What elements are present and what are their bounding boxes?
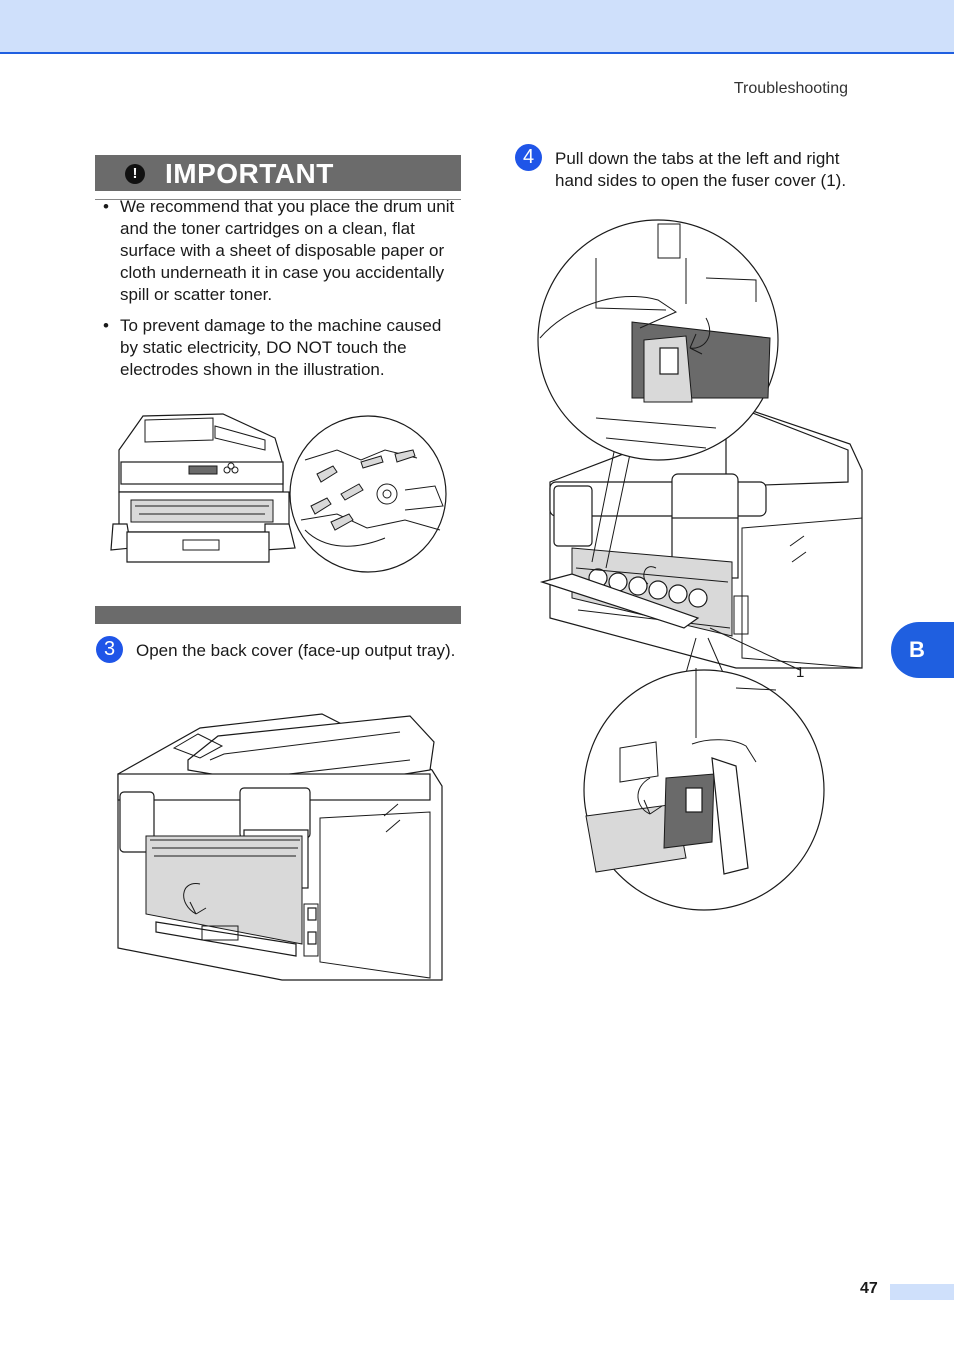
important-bullet-list: We recommend that you place the drum uni… bbox=[103, 196, 461, 390]
footer-band bbox=[890, 1284, 954, 1300]
important-header: ! IMPORTANT bbox=[95, 155, 461, 191]
fuser-cover-callout-label: 1 bbox=[796, 664, 805, 681]
important-bullet-2: To prevent damage to the machine caused … bbox=[103, 315, 461, 381]
drum-unit-electrodes-illustration bbox=[110, 413, 447, 573]
exclamation-icon: ! bbox=[125, 164, 145, 184]
important-title: IMPORTANT bbox=[165, 158, 334, 189]
step-3-text: Open the back cover (face-up output tray… bbox=[136, 641, 456, 660]
fuser-cover-tabs-illustration bbox=[537, 219, 863, 911]
running-head: Troubleshooting bbox=[733, 80, 848, 97]
step-3-badge: 3 bbox=[96, 636, 123, 663]
step-4-badge: 4 bbox=[515, 144, 542, 171]
step-4-text: Pull down the tabs at the left and right… bbox=[555, 149, 847, 190]
page-number: 47 bbox=[860, 1280, 878, 1297]
important-bullet-1: We recommend that you place the drum uni… bbox=[103, 196, 461, 306]
chapter-tab[interactable]: B bbox=[891, 622, 954, 678]
back-cover-open-illustration bbox=[117, 713, 443, 981]
important-closing-bar bbox=[95, 606, 461, 624]
header-band bbox=[0, 0, 954, 54]
